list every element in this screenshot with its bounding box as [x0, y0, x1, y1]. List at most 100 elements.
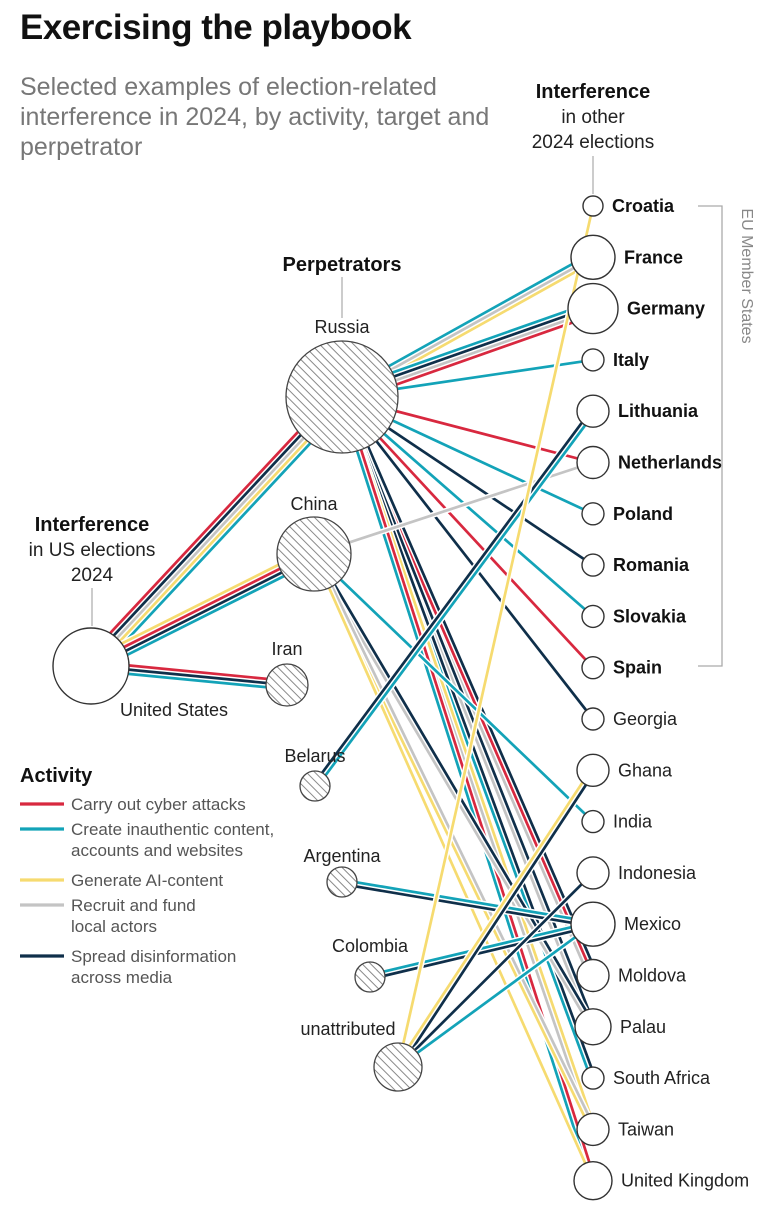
- target-label-uk: United Kingdom: [621, 1171, 749, 1191]
- node-target-mexico: [570, 901, 616, 947]
- link-strand-ai: [395, 768, 593, 1067]
- perpetrator-label-china: China: [290, 494, 338, 514]
- node-perpetrator-colombia: [354, 961, 386, 993]
- link-strand-cyber: [89, 550, 314, 666]
- link-casing: [86, 545, 319, 675]
- legend-label-disinfo: across media: [71, 968, 173, 987]
- target-label-italy: Italy: [613, 350, 649, 370]
- link-china-uk: [311, 552, 596, 1182]
- link-strand-fund: [314, 552, 597, 1130]
- node-target-slovakia: [581, 604, 605, 629]
- legend-label-disinfo: Spread disinformation: [71, 947, 236, 966]
- other-interference-header: Interference: [536, 81, 651, 103]
- link-strand-fund: [311, 554, 593, 1029]
- other-interference-subheader-2: 2024 elections: [532, 132, 655, 153]
- target-label-romania: Romania: [613, 555, 690, 575]
- link-china-us: [86, 545, 319, 675]
- link-casing: [309, 551, 598, 1132]
- target-label-lithuania: Lithuania: [618, 401, 699, 421]
- eu-member-states-label: EU Member States: [738, 208, 755, 343]
- link-china-palau: [309, 551, 598, 1030]
- leader-lines: [91, 156, 594, 626]
- target-label-poland: Poland: [613, 504, 673, 524]
- link-belarus-lithuania: [311, 408, 597, 789]
- perpetrator-label-belarus: Belarus: [284, 746, 345, 766]
- legend-label-cyber: Carry out cyber attacks: [71, 795, 246, 814]
- us-interference-subheader-1: in US elections: [29, 540, 156, 561]
- link-strand-cyber: [83, 390, 337, 662]
- node-target-palau: [574, 1008, 612, 1046]
- link-strand-ai: [87, 547, 312, 662]
- link-strand-fund: [90, 396, 343, 667]
- legend-label-content: accounts and websites: [71, 841, 243, 860]
- node-target-moldova: [576, 958, 610, 993]
- node-target-indonesia: [576, 856, 610, 890]
- target-label-indonesia: Indonesia: [618, 863, 697, 883]
- link-casing: [309, 551, 598, 1030]
- node-target-germany: [567, 282, 619, 335]
- target-label-ghana: Ghana: [618, 760, 673, 780]
- node-target-spain: [581, 656, 605, 680]
- perpetrator-label-unattributed: unattributed: [300, 1019, 395, 1039]
- node-target-croatia: [582, 195, 604, 217]
- node-target-france: [570, 234, 616, 280]
- link-strand-content: [93, 558, 318, 673]
- node-target-uk: [573, 1160, 613, 1201]
- us-interference-header: Interference: [35, 514, 150, 536]
- link-strand-ai: [396, 205, 595, 1068]
- legend-item-content: Create inauthentic content, accounts and …: [20, 820, 274, 860]
- link-russia-us: [82, 389, 351, 674]
- legend-item-disinfo: Spread disinformation across media: [20, 947, 236, 987]
- link-casing: [311, 408, 597, 789]
- node-target-southafrica: [581, 1066, 605, 1090]
- link-strand-disinfo: [397, 871, 594, 1068]
- link-strand-content: [397, 923, 594, 1069]
- other-interference-subheader-1: in other: [561, 107, 625, 128]
- united-states-label: United States: [120, 700, 228, 720]
- link-strand-disinfo: [370, 924, 594, 981]
- node-united-states: [52, 627, 130, 705]
- perpetrator-label-colombia: Colombia: [332, 936, 409, 956]
- target-label-netherlands: Netherlands: [618, 453, 722, 473]
- target-label-germany: Germany: [627, 299, 705, 319]
- link-strand-disinfo: [91, 554, 316, 670]
- link-unattributed-croatia: [395, 205, 596, 1068]
- link-strand-disinfo: [340, 396, 595, 720]
- target-label-taiwan: Taiwan: [618, 1119, 674, 1139]
- node-target-netherlands: [576, 445, 610, 480]
- perpetrator-label-argentina: Argentina: [303, 846, 381, 866]
- link-casing: [393, 767, 598, 1070]
- node-target-georgia: [581, 707, 605, 731]
- node-target-lithuania: [576, 394, 610, 428]
- target-label-southafrica: South Africa: [613, 1068, 711, 1088]
- perpetrator-label-russia: Russia: [314, 317, 370, 337]
- nodes-layer: [52, 195, 619, 1201]
- link-strand-disinfo: [86, 393, 340, 665]
- node-perpetrator-iran: [265, 663, 309, 707]
- legend-label-ai: Generate AI-content: [71, 871, 223, 890]
- perpetrators-header: Perpetrators: [283, 254, 402, 276]
- node-perpetrator-argentina: [326, 866, 358, 898]
- node-perpetrator-unattributed: [373, 1042, 423, 1092]
- node-target-italy: [581, 348, 605, 372]
- legend-title: Activity: [20, 765, 93, 787]
- node-target-taiwan: [576, 1112, 610, 1147]
- link-unattributed-indonesia: [395, 870, 596, 1070]
- page-title: Exercising the playbook: [20, 8, 412, 47]
- legend-label-fund: local actors: [71, 917, 157, 936]
- node-perpetrator-russia: [285, 340, 399, 454]
- legend-item-cyber: Carry out cyber attacks: [20, 795, 246, 814]
- link-casing: [368, 919, 595, 982]
- target-label-palau: Palau: [620, 1017, 666, 1037]
- link-strand-ai: [312, 553, 595, 1182]
- node-perpetrator-china: [276, 516, 352, 592]
- page-subtitle: Selected examples of election-related in…: [20, 73, 490, 161]
- link-strand-disinfo: [344, 394, 599, 975]
- labels-layer: Perpetrators Interference in US election…: [20, 81, 755, 1191]
- link-strand-disinfo: [312, 409, 593, 786]
- link-strand-disinfo: [398, 770, 596, 1069]
- legend-label-content: Create inauthentic content,: [71, 820, 274, 839]
